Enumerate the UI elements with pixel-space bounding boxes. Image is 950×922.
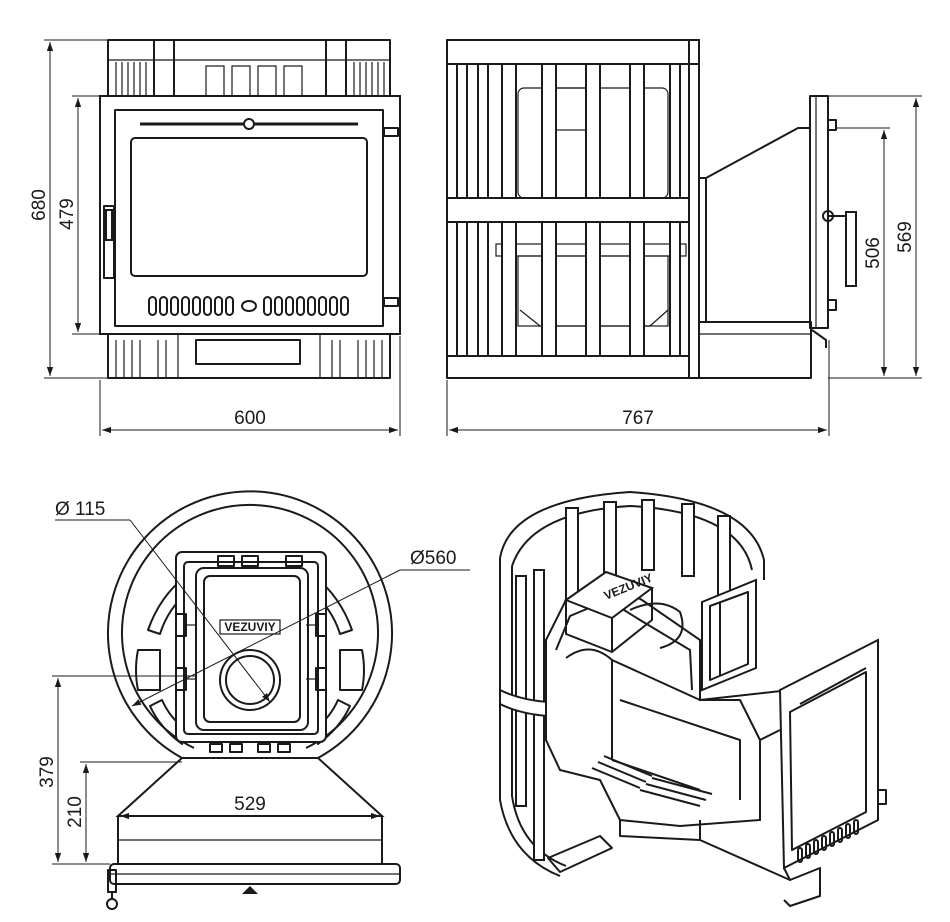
iso-grates (591, 755, 713, 807)
side-view: 767 506 569 (446, 39, 922, 436)
top-brand-label: VEZUVIY (224, 620, 275, 634)
front-air-slots (148, 296, 349, 316)
dim-top-mesh-diameter: Ø560 (410, 548, 456, 569)
front-view: 680 479 600 (29, 39, 401, 436)
dim-front-height-479: 479 (57, 198, 78, 230)
top-view: VEZUVIY Ø 115 Ø560 379 210 (37, 490, 470, 910)
dim-side-height-569: 569 (895, 221, 916, 253)
front-top-bars (108, 39, 390, 97)
dim-top-flue-diameter: Ø 115 (55, 499, 105, 520)
iso-door-slots (797, 819, 859, 863)
dim-top-height-210: 210 (65, 796, 86, 828)
dim-side-depth-767: 767 (622, 408, 654, 429)
dim-front-width-600: 600 (234, 408, 266, 429)
dim-front-height-680: 680 (29, 189, 50, 221)
dim-side-height-506: 506 (863, 237, 884, 269)
dim-top-base-width-529: 529 (234, 794, 266, 815)
iso-view: VEZUVIY (499, 491, 887, 907)
dim-top-height-379: 379 (37, 756, 58, 788)
